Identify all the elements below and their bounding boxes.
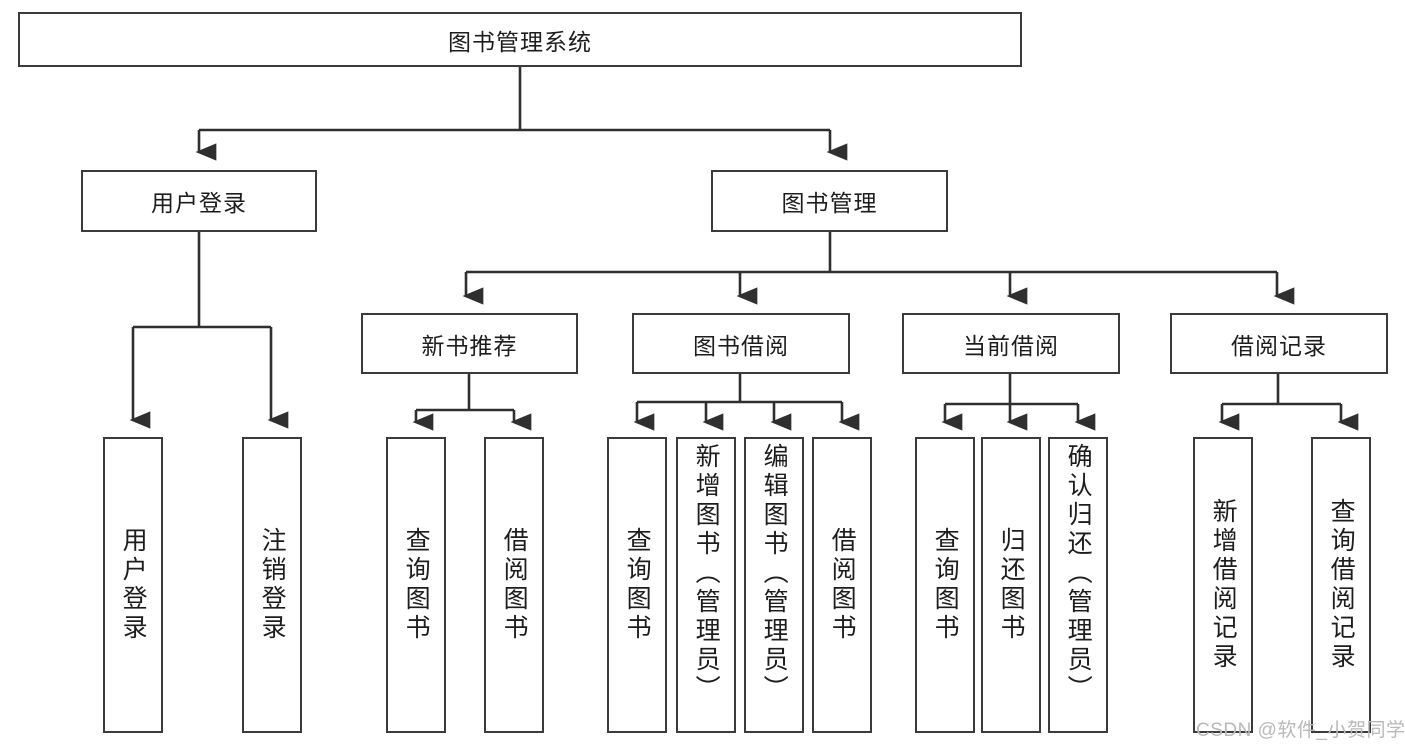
node-label: 查询图书: [623, 527, 652, 643]
node-label: 查询图书: [402, 527, 431, 643]
node-label: 新增借阅记录: [1209, 498, 1238, 672]
node-label: 确认归还（管理员）: [1064, 443, 1093, 704]
leaf-query-book-current[interactable]: 查询图书: [915, 437, 975, 733]
node-label: 图书管理系统: [448, 28, 592, 55]
node-book-borrow[interactable]: 图书借阅: [632, 313, 850, 374]
leaf-query-borrow-record[interactable]: 查询借阅记录: [1311, 437, 1371, 733]
node-label: 新书推荐: [421, 332, 518, 359]
node-label: 查询借阅记录: [1327, 498, 1356, 672]
node-label: 用户登录: [151, 190, 247, 216]
leaf-user-login[interactable]: 用户登录: [103, 437, 163, 733]
node-borrow-record[interactable]: 借阅记录: [1170, 313, 1388, 374]
node-current-borrow[interactable]: 当前借阅: [902, 313, 1120, 374]
node-label: 归还图书: [997, 527, 1026, 643]
leaf-add-borrow-record[interactable]: 新增借阅记录: [1193, 437, 1253, 733]
node-label: 查询图书: [931, 527, 960, 643]
node-label: 借阅图书: [828, 527, 857, 643]
csdn-watermark: CSDN @软件_小贺同学: [1196, 720, 1405, 741]
node-label: 借阅图书: [500, 527, 529, 643]
leaf-borrow-book[interactable]: 借阅图书: [812, 437, 872, 733]
node-label: 图书借阅: [693, 332, 789, 359]
node-root-book-management-system[interactable]: 图书管理系统: [18, 12, 1022, 67]
node-book-management[interactable]: 图书管理: [711, 170, 948, 232]
node-new-book-recommend[interactable]: 新书推荐: [361, 313, 578, 374]
node-label: 编辑图书（管理员）: [760, 443, 789, 704]
leaf-query-book-borrow[interactable]: 查询图书: [607, 437, 667, 733]
leaf-return-book[interactable]: 归还图书: [981, 437, 1041, 733]
node-user-login[interactable]: 用户登录: [81, 170, 317, 232]
leaf-query-book-recommend[interactable]: 查询图书: [386, 437, 446, 733]
node-label: 注销登录: [258, 527, 287, 643]
leaf-add-book-admin[interactable]: 新增图书（管理员）: [676, 437, 736, 733]
node-label: 图书管理: [781, 190, 878, 216]
leaf-borrow-book-recommend[interactable]: 借阅图书: [484, 437, 544, 733]
node-label: 当前借阅: [963, 332, 1059, 359]
leaf-logout-login[interactable]: 注销登录: [242, 437, 302, 733]
node-label: 新增图书（管理员）: [692, 443, 721, 704]
node-label: 用户登录: [119, 527, 148, 643]
node-label: 借阅记录: [1231, 332, 1327, 359]
leaf-confirm-return-admin[interactable]: 确认归还（管理员）: [1048, 437, 1108, 733]
leaf-edit-book-admin[interactable]: 编辑图书（管理员）: [744, 437, 804, 733]
